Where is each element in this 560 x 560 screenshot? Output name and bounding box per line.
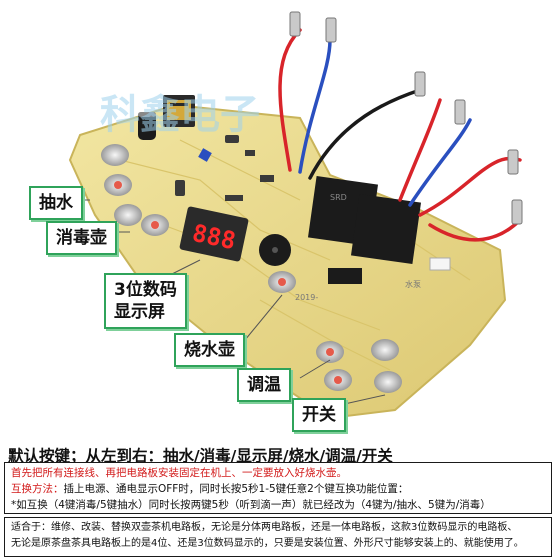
watermark: 科鑫电子 xyxy=(100,92,260,138)
instruction-line-2: 互换方法：插上电源、通电显示OFF时，同时长按5秒1-5键任意2个键互换功能位置… xyxy=(11,483,409,495)
label-pump: 抽水 xyxy=(29,186,83,220)
ic-chip xyxy=(328,268,362,284)
label-power: 开关 xyxy=(292,398,346,432)
relay-label: SRD xyxy=(330,193,347,202)
spring-centers xyxy=(114,181,342,384)
default-keys-heading: 默认按键；从左到右：抽水/消毒/显示屏/烧水/调温/开关 xyxy=(8,447,393,465)
silk-code: 2019- xyxy=(295,293,318,302)
label-temp: 调温 xyxy=(237,368,291,402)
pcb-photo: SRD 888 水泵 2019- xyxy=(40,11,523,420)
label-display: 3位数码 显示屏 xyxy=(104,273,187,329)
led-display: 888 xyxy=(179,206,249,262)
silk-label: 水泵 xyxy=(405,279,421,289)
instruction-line-3: *如互换（4键消毒/5键抽水）同时长按两键5秒（听到滴一声）就已经改为（4键为/… xyxy=(11,499,491,511)
connector xyxy=(429,257,451,271)
label-sterilize: 消毒壶 xyxy=(46,221,117,255)
instructions-box: 首先把所有连接线、再把电路板安装固定在机上、一定要放入好烧水壶。 互换方法：插上… xyxy=(4,462,552,514)
instruction-line-1: 首先把所有连接线、再把电路板安装固定在机上、一定要放入好烧水壶。 xyxy=(11,467,347,479)
applicability-box: 适合于：维修、改装、替换双壶茶机电路板，无论是分体两电路板，还是一体电路板，这款… xyxy=(4,517,552,557)
label-boil: 烧水壶 xyxy=(174,333,245,367)
capacitor xyxy=(138,112,156,140)
relay-2 xyxy=(350,193,422,265)
applicability-line-2: 无论是原茶盘茶具电路板上的是4位、还是3位数码显示的，只要是安装位置、外形尺寸能… xyxy=(11,538,524,549)
transformer xyxy=(163,95,195,127)
blue-capacitor xyxy=(198,148,212,162)
small-components xyxy=(175,135,274,201)
spade-terminals xyxy=(289,11,523,225)
applicability-line-1: 适合于：维修、改装、替换双壶茶机电路板，无论是分体两电路板，还是一体电路板，这款… xyxy=(11,522,518,533)
